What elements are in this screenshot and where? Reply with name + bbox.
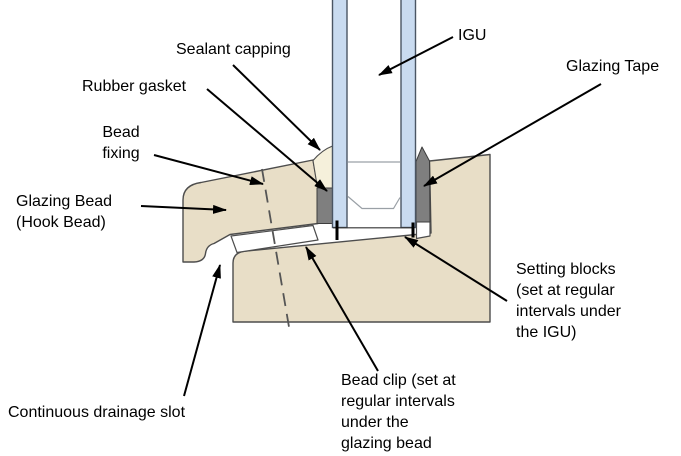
annotation-arrows (140, 36, 602, 397)
arrow-igu (378, 36, 454, 76)
label-continuous-drainage-slot: Continuous drainage slot (8, 404, 186, 421)
arrow-glazing-tape (423, 83, 602, 187)
arrow-bead-fixing (153, 154, 264, 186)
igu-spacer-profile (347, 196, 401, 210)
glass-edge-tick-right (411, 222, 415, 238)
label-setting-blocks: Setting blocks (set at regular intervals… (516, 261, 621, 341)
igu-outer-pane (400, 0, 417, 229)
glazing-bead-shape (182, 159, 319, 263)
arrow-sealant-capping (232, 64, 321, 151)
arrow-drainage-slot (183, 264, 221, 397)
arrow-setting-blocks (404, 236, 508, 302)
label-glazing-tape: Glazing Tape (566, 58, 660, 75)
label-bead-fixing: Bead fixing (102, 124, 140, 162)
glass-edge-tick-left (335, 220, 339, 240)
label-bead-clip: Bead clip (set at regular intervals unde… (341, 372, 456, 452)
setting-block-shape (415, 219, 431, 240)
label-glazing-bead: Glazing Bead (Hook Bead) (16, 193, 113, 231)
rubber-gasket-shape (316, 187, 334, 224)
bead-fixing-dashed-line (261, 168, 290, 328)
arrow-glazing-bead (140, 204, 227, 214)
label-sealant-capping: Sealant capping (176, 41, 291, 58)
arrow-rubber-gasket (206, 88, 328, 192)
label-rubber-gasket: Rubber gasket (82, 78, 187, 95)
label-igu: IGU (458, 27, 487, 44)
igu-inner-pane (331, 0, 348, 229)
arrow-bead-clip (305, 246, 379, 372)
